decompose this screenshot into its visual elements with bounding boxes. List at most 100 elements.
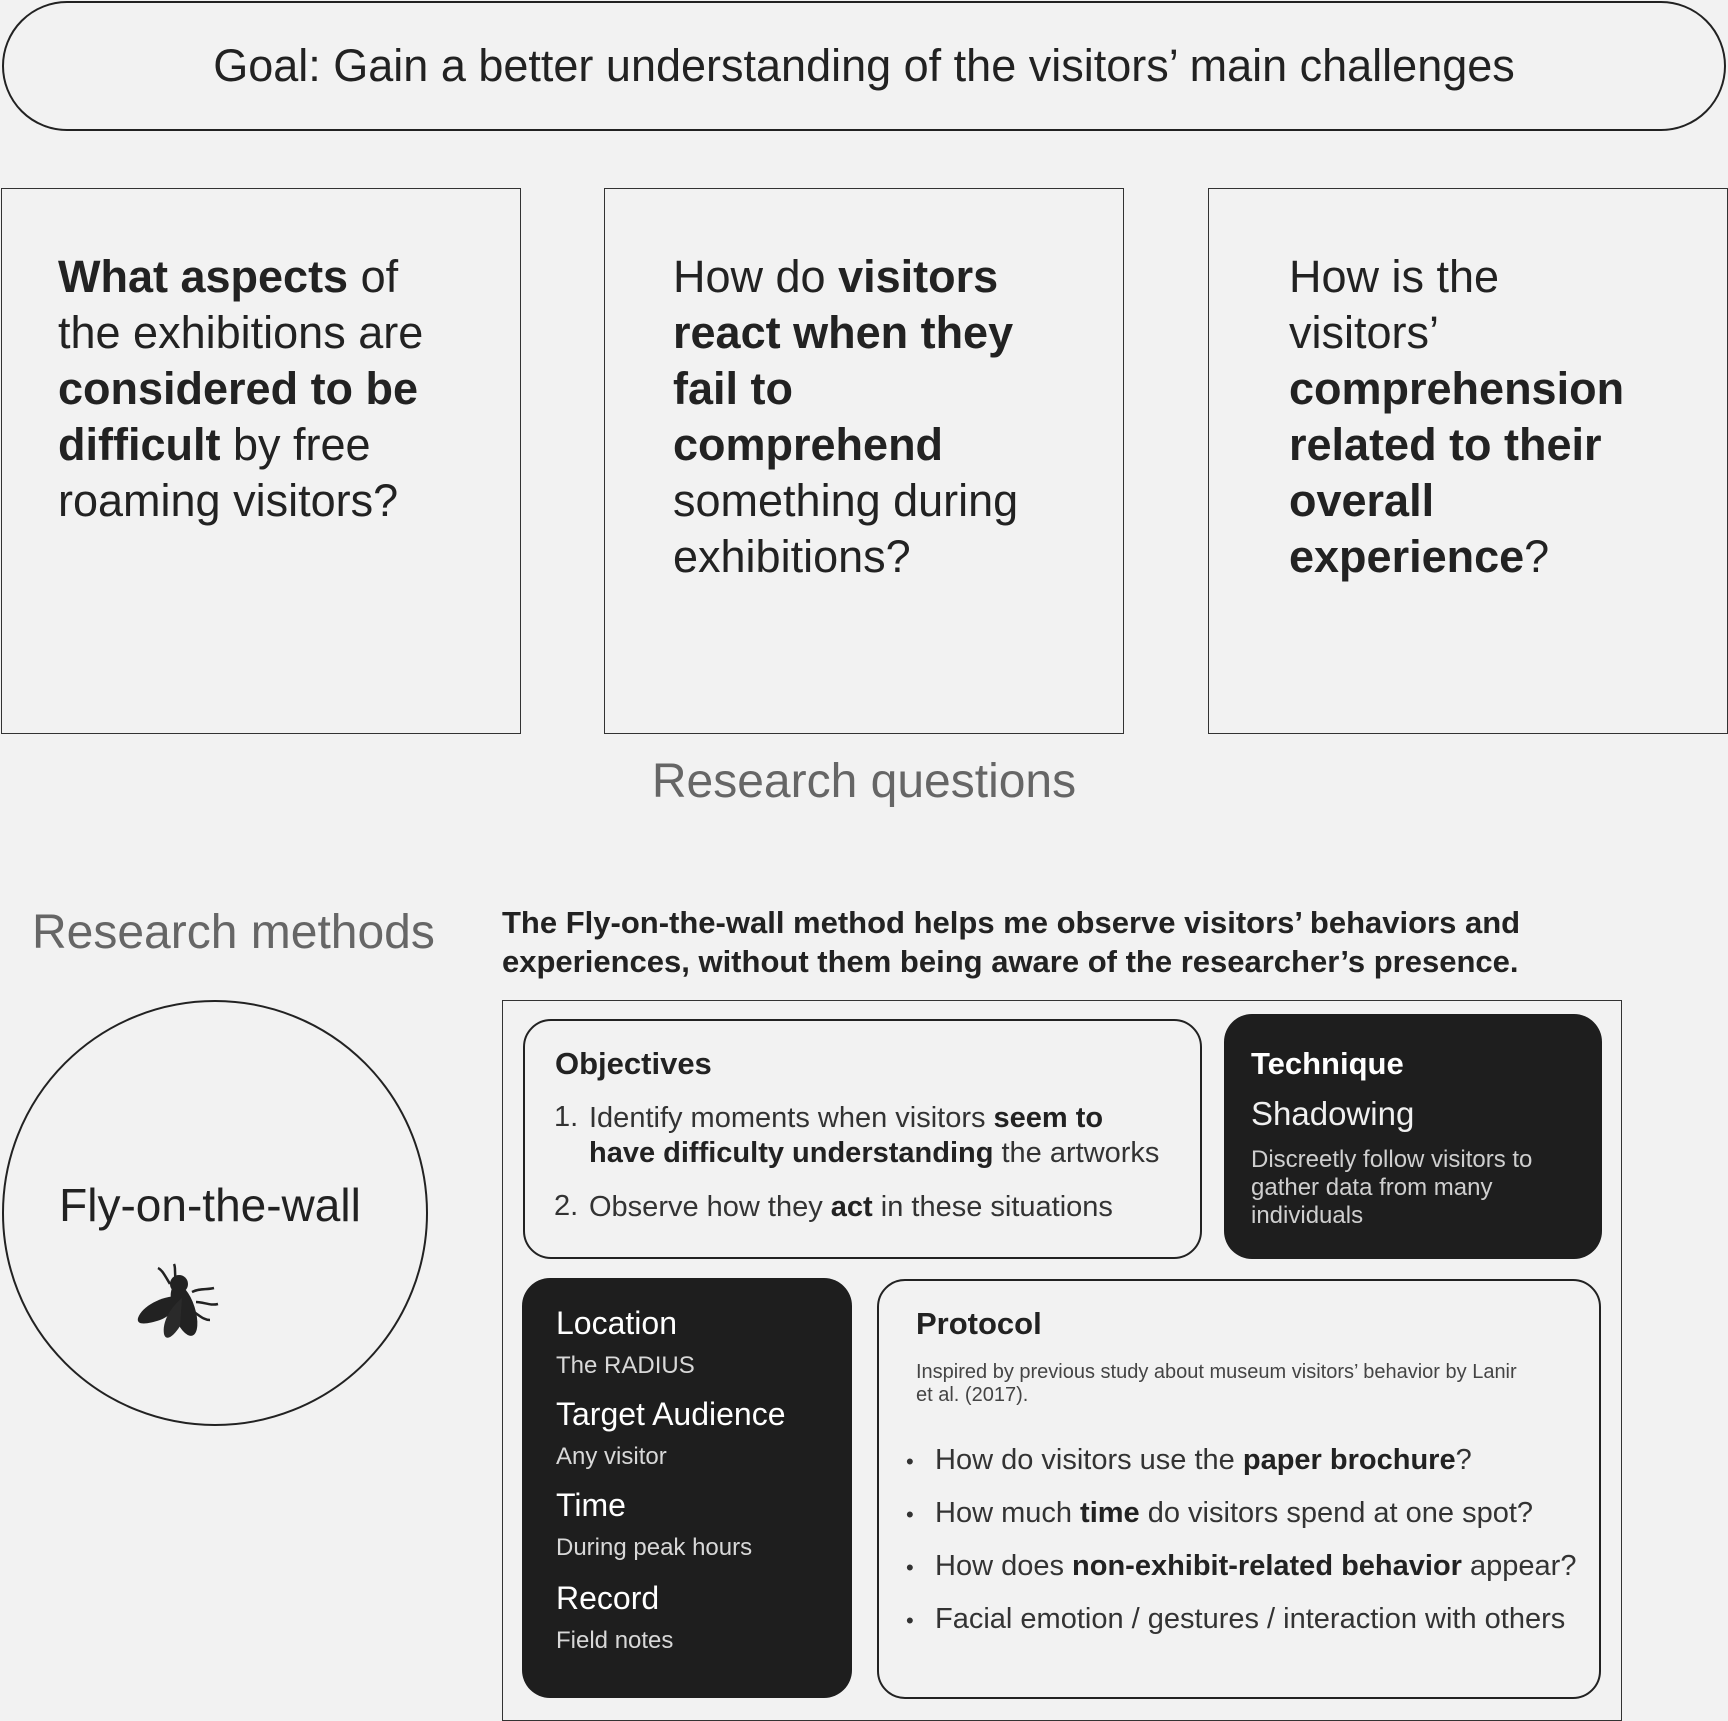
- body-text: ?: [1455, 1444, 1472, 1476]
- protocol-title: Protocol: [916, 1306, 1042, 1341]
- emphasis-text: non-exhibit-related behavior: [1072, 1550, 1462, 1582]
- body-text: exhibitions?: [673, 531, 911, 582]
- detail-heading: Target Audience: [556, 1396, 786, 1432]
- body-text: How do: [673, 251, 839, 302]
- text-line: Identify moments when visitors seem to: [589, 1101, 1159, 1136]
- text-line: How is the: [1289, 249, 1624, 305]
- bullet-dot: •: [906, 1502, 914, 1527]
- text-line: What aspects of: [58, 249, 423, 305]
- objective-text: Observe how they act in these situations: [589, 1190, 1113, 1225]
- bullet-dot: •: [906, 1555, 914, 1580]
- body-text: by free: [220, 419, 371, 470]
- text-line: have difficulty understanding the artwor…: [589, 1136, 1159, 1171]
- body-text: How do visitors use the: [935, 1444, 1243, 1476]
- detail-value: During peak hours: [556, 1534, 753, 1561]
- emphasis-text: experience: [1289, 531, 1525, 582]
- emphasis-text: comprehension: [1289, 363, 1625, 414]
- research-methods-label: Research methods: [32, 906, 435, 959]
- bullet-dot: •: [906, 1608, 914, 1633]
- emphasis-text: overall: [1289, 475, 1435, 526]
- detail-heading: Time: [556, 1487, 626, 1523]
- detail-heading: Location: [556, 1305, 677, 1341]
- fly-icon: [137, 1263, 219, 1338]
- body-text: of: [348, 251, 399, 302]
- text-line: How do visitors: [673, 249, 1018, 305]
- text-line: something during: [673, 473, 1018, 529]
- emphasis-text: seem to: [993, 1102, 1104, 1134]
- technique-title: Technique: [1251, 1046, 1404, 1081]
- detail-heading: Record: [556, 1580, 660, 1616]
- objective-number: 1.: [554, 1101, 579, 1133]
- body-text: something during: [673, 475, 1019, 526]
- emphasis-text: visitors: [838, 251, 999, 302]
- emphasis-text: fail to: [673, 363, 793, 414]
- text-line: react when they: [673, 305, 1018, 361]
- text-line: comprehend: [673, 417, 1018, 473]
- body-text: Identify moments when visitors: [589, 1102, 994, 1134]
- objectives-title: Objectives: [555, 1046, 712, 1081]
- text-line: overall: [1289, 473, 1624, 529]
- goal-banner: Goal: Gain a better understanding of the…: [2, 1, 1726, 131]
- protocol-note: Inspired by previous study about museum …: [916, 1361, 1517, 1406]
- text-line: experience?: [1289, 529, 1624, 585]
- technique-card: [1224, 1014, 1602, 1259]
- text-line: fail to: [673, 361, 1018, 417]
- protocol-bullet: Facial emotion / gestures / interaction …: [935, 1603, 1565, 1636]
- body-text: in these situations: [872, 1191, 1113, 1223]
- protocol-bullet: How do visitors use the paper brochure?: [935, 1444, 1472, 1477]
- emphasis-text: difficult: [58, 419, 221, 470]
- body-text: How is the: [1289, 251, 1500, 302]
- text-line: the exhibitions are: [58, 305, 423, 361]
- body-text: How much: [935, 1497, 1081, 1529]
- protocol-bullet: How does non-exhibit-related behavior ap…: [935, 1550, 1576, 1583]
- text-line: visitors’: [1289, 305, 1624, 361]
- emphasis-text: paper brochure: [1242, 1444, 1456, 1476]
- detail-value: Any visitor: [556, 1443, 667, 1470]
- emphasis-text: considered to be: [58, 363, 419, 414]
- details-card: [522, 1278, 852, 1698]
- emphasis-text: comprehend: [673, 419, 944, 470]
- body-text: Observe how they: [589, 1191, 831, 1223]
- body-text: Facial emotion / gestures / interaction …: [935, 1603, 1566, 1635]
- text-line: related to their: [1289, 417, 1624, 473]
- protocol-bullet: How much time do visitors spend at one s…: [935, 1497, 1533, 1530]
- text-line: considered to be: [58, 361, 423, 417]
- objective-number: 2.: [554, 1190, 579, 1222]
- emphasis-text: related to their: [1289, 419, 1602, 470]
- emphasis-text: react when they: [673, 307, 1014, 358]
- body-text: appear?: [1461, 1550, 1577, 1582]
- research-questions-label: Research questions: [651, 755, 1077, 808]
- protocol-card: [877, 1279, 1601, 1699]
- body-text: do visitors spend at one spot?: [1139, 1497, 1534, 1529]
- method-circle: [2, 1000, 428, 1426]
- body-text: visitors’: [1289, 307, 1440, 358]
- body-text: How does: [935, 1550, 1073, 1582]
- text-line: roaming visitors?: [58, 473, 423, 529]
- text-line: comprehension: [1289, 361, 1624, 417]
- bullet-dot: •: [906, 1449, 914, 1474]
- emphasis-text: have difficulty understanding: [589, 1137, 994, 1169]
- text-line: exhibitions?: [673, 529, 1018, 585]
- technique-name: Shadowing: [1251, 1095, 1415, 1132]
- emphasis-text: What aspects: [58, 251, 349, 302]
- text-line: difficult by free: [58, 417, 423, 473]
- body-text: the exhibitions are: [58, 307, 424, 358]
- emphasis-text: act: [830, 1191, 873, 1223]
- body-text: the artworks: [993, 1137, 1160, 1169]
- method-name: Fly-on-the-wall: [59, 1179, 361, 1231]
- body-text: roaming visitors?: [58, 475, 399, 526]
- detail-value: Field notes: [556, 1627, 674, 1654]
- text-line: Observe how they act in these situations: [589, 1190, 1113, 1225]
- objectives-card: [523, 1019, 1202, 1259]
- method-description: The Fly-on-the-wall method helps me obse…: [502, 905, 1521, 979]
- body-text: ?: [1524, 531, 1550, 582]
- detail-value: The RADIUS: [556, 1352, 695, 1379]
- technique-description: Discreetly follow visitors to gather dat…: [1251, 1146, 1533, 1229]
